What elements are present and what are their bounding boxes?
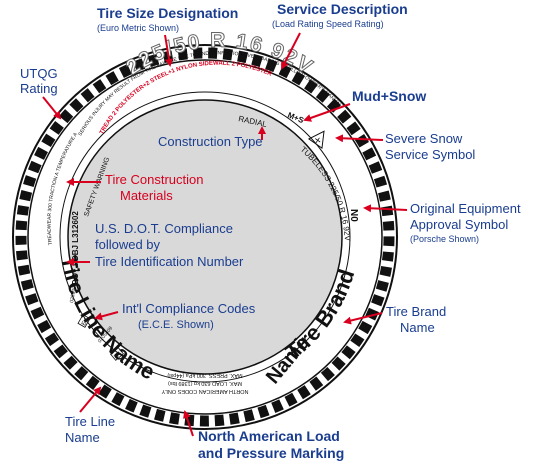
severe-snow-symbol [307,130,325,150]
svg-text:E4: E4 [113,351,123,361]
tread-blocks [15,47,395,427]
na-load-pressure-mark: NORTH AMERICAN CODES ONLY MAX. LOAD 630 … [161,372,248,394]
callout-construction-type: Construction Type [158,134,263,149]
callout-service-description-title: Service Description [277,1,408,17]
callout-tire-construction-line1: Tire Construction [105,172,204,187]
svg-text:E4: E4 [81,317,90,327]
arrow-tire-line [79,386,102,413]
oe-approval-mark: N0 [348,209,359,222]
callout-mud-snow: Mud+Snow [352,88,426,104]
svg-text:MAX. PRESS. 300 kPa (44psi): MAX. PRESS. 300 kPa (44psi) [167,372,242,378]
callout-intl-line1: Int'l Compliance Codes [122,301,256,316]
svg-text:MAX. LOAD 630 kg (1389 lbs): MAX. LOAD 630 kg (1389 lbs) [168,380,242,386]
arrow-oe-approval [363,204,408,213]
arrow-mud-snow [303,103,351,122]
callout-severe-snow-line1: Severe Snow [385,131,463,146]
callout-intl-line2: (E.C.E. Shown) [138,319,214,331]
callout-na-line1: North American Load [198,428,340,444]
callout-utqg-line2: Rating [20,81,58,96]
arrow-utqg [42,96,62,120]
svg-text:NORTH AMERICAN CODES ONLY: NORTH AMERICAN CODES ONLY [161,388,248,394]
callout-size-designation-sub: (Euro Metric Shown) [97,23,179,33]
callout-tire-line-line1: Tire Line [65,414,115,429]
arrow-tire-brand [343,312,383,325]
arrow-intl [94,311,119,321]
rim-area [67,99,343,375]
dot-tin-mark: DOT FDBJ L312602 [71,211,80,285]
svg-text:0205409: 0205409 [69,283,78,303]
callout-dot-line3: Tire Identification Number [95,254,244,269]
callout-dot-line1: U.S. D.O.T. Compliance [95,221,233,236]
arrow-service-description [281,32,301,70]
callout-tire-brand-line1: Tire Brand [386,304,446,319]
arrow-severe-snow [335,134,384,143]
callout-tire-brand-line2: Name [400,320,435,335]
arrow-na-load [183,410,194,437]
callout-tire-construction-line2: Materials [120,188,173,203]
callout-oe-line2: Approval Symbol [410,217,508,232]
callout-oe-line1: Original Equipment [410,201,521,216]
callout-size-designation-title: Tire Size Designation [97,5,238,21]
callout-dot-line2: followed by [95,237,161,252]
callout-tire-line-line2: Name [65,430,100,445]
callout-oe-sub: (Porsche Shown) [410,234,479,244]
callout-severe-snow-line2: Service Symbol [385,147,475,162]
arrow-size-designation [164,34,173,67]
callout-service-description-sub: (Load Rating Speed Rating) [272,19,384,29]
tire [12,44,398,430]
callout-utqg-line1: UTQG [20,66,58,81]
callout-na-line2: and Pressure Marking [198,445,344,461]
